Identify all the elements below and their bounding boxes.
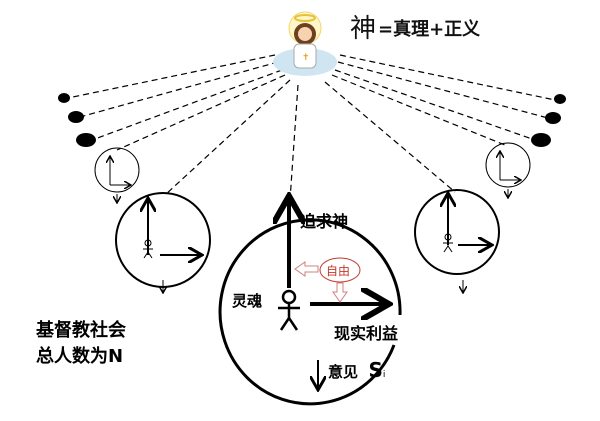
svg-text:✝: ✝: [302, 53, 310, 63]
pursue-god-label: 追求神: [300, 212, 349, 231]
society-line1: 基督教社会: [36, 320, 126, 341]
opinion-symbol: S: [368, 358, 383, 382]
freedom-label: 自由: [326, 264, 351, 278]
main-circle: [218, 200, 402, 406]
society-line2: 总人数为N: [36, 346, 124, 367]
black-dots: [58, 93, 566, 147]
small-circle-right: [485, 142, 531, 197]
dashed-connections: [67, 54, 556, 201]
god-label: 神: [350, 14, 377, 44]
opinion-label: 意见 Si: [328, 358, 385, 382]
small-circle-left: [94, 147, 140, 202]
society-note: 基督教社会 总人数为N: [36, 318, 126, 370]
opinion-subscript: i: [382, 370, 386, 380]
soul-label: 灵魂: [232, 292, 263, 310]
real-interest-label: 现实利益: [334, 324, 399, 343]
jesus-figure-icon: ✝: [273, 11, 337, 76]
freedom-arrows: [294, 257, 361, 303]
medium-circle-left: [115, 192, 211, 292]
medium-circle-right: [414, 189, 500, 292]
god-definition: =真理+正义: [378, 19, 481, 40]
opinion-text: 意见: [328, 363, 359, 381]
